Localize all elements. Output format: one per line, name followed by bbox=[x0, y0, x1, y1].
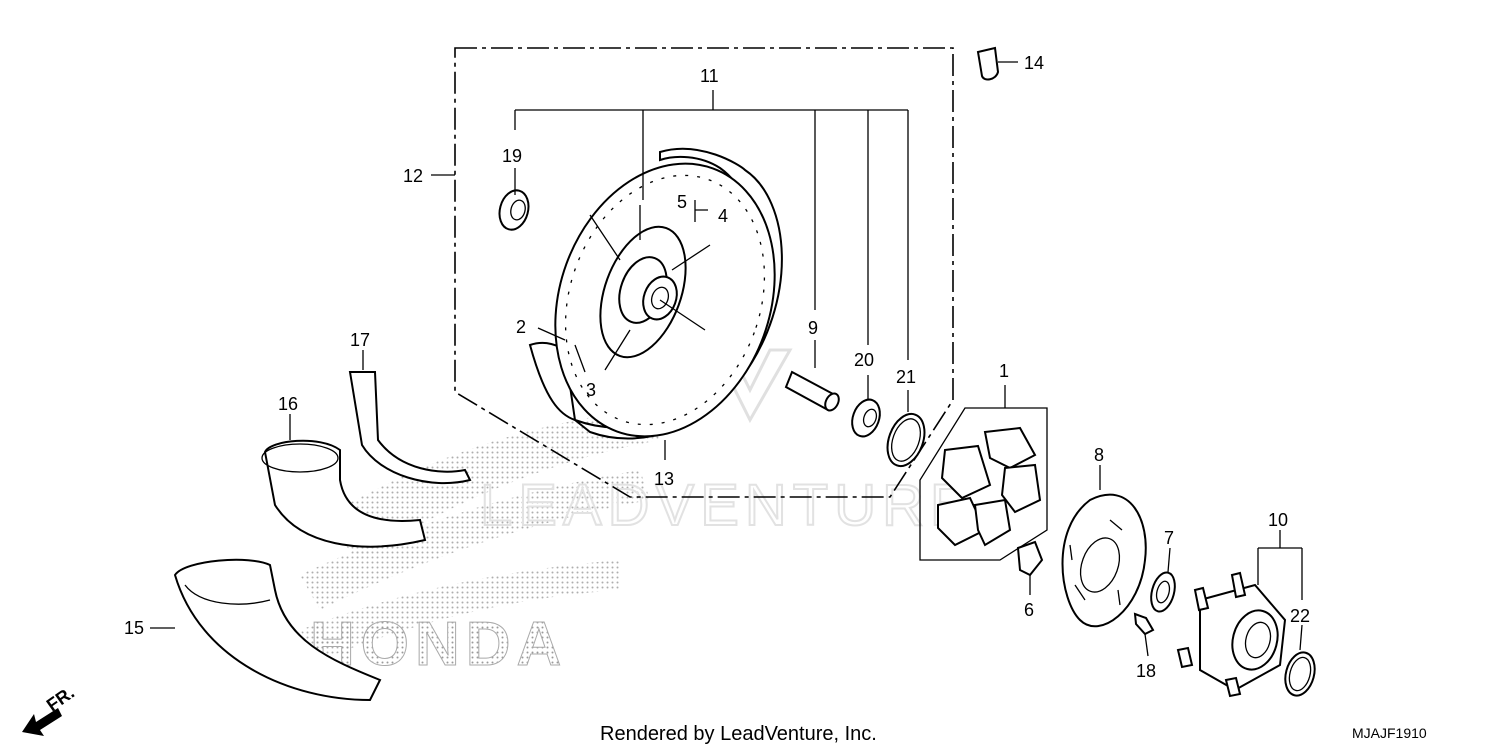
rendered-by-credit: Rendered by LeadVenture, Inc. bbox=[600, 723, 877, 745]
callout-17: 17 bbox=[350, 330, 370, 350]
callout-1: 1 bbox=[999, 361, 1009, 381]
callout-13: 13 bbox=[654, 469, 674, 489]
bolt-18 bbox=[1133, 612, 1155, 636]
o-ring-22 bbox=[1284, 651, 1316, 697]
damper-rubbers bbox=[937, 426, 1042, 547]
bearing-19 bbox=[498, 189, 530, 231]
leader-lines bbox=[150, 61, 1303, 657]
callout-9: 9 bbox=[808, 318, 818, 338]
callout-16: 16 bbox=[278, 394, 298, 414]
callout-22: 22 bbox=[1290, 606, 1310, 626]
callout-6: 6 bbox=[1024, 600, 1034, 620]
honda-watermark-text: HONDA bbox=[310, 610, 567, 679]
callout-12: 12 bbox=[403, 166, 423, 186]
rim-protector-15 bbox=[173, 558, 382, 702]
collar-6 bbox=[1016, 540, 1044, 577]
washer-7 bbox=[1150, 571, 1176, 613]
rim-protector-17 bbox=[348, 371, 472, 484]
callout-20: 20 bbox=[854, 350, 874, 370]
callout-21: 21 bbox=[896, 367, 916, 387]
callout-2: 2 bbox=[516, 317, 526, 337]
callout-7: 7 bbox=[1164, 528, 1174, 548]
callout-4: 4 bbox=[718, 206, 728, 226]
sprocket-plate-8 bbox=[1061, 493, 1147, 628]
callout-5: 5 bbox=[677, 192, 687, 212]
leadventure-watermark-text: LEADVENTURE bbox=[480, 473, 975, 538]
front-direction-label: FR. bbox=[43, 682, 78, 715]
valve-cap-14 bbox=[976, 46, 1000, 81]
hub-10 bbox=[1176, 571, 1287, 698]
front-direction-arrow bbox=[22, 708, 62, 736]
assembly-frame bbox=[454, 47, 954, 498]
callout-15: 15 bbox=[124, 618, 144, 638]
callout-11: 11 bbox=[700, 66, 719, 86]
wheel bbox=[554, 162, 776, 438]
callout-labels: 11 19 12 5 4 2 3 9 20 21 13 14 1 8 10 7 … bbox=[124, 53, 1310, 681]
diagram-code: MJAJF1910 bbox=[1352, 725, 1427, 741]
callout-18: 18 bbox=[1136, 661, 1156, 681]
damper-frame bbox=[919, 407, 1048, 561]
callout-14: 14 bbox=[1024, 53, 1044, 73]
collar-9 bbox=[784, 370, 840, 412]
bearing-20 bbox=[851, 398, 881, 438]
rim-protector-16 bbox=[261, 439, 427, 548]
callout-8: 8 bbox=[1094, 445, 1104, 465]
callout-3: 3 bbox=[586, 380, 596, 400]
callout-10: 10 bbox=[1268, 510, 1288, 530]
callout-19: 19 bbox=[502, 146, 522, 166]
o-ring-21 bbox=[886, 412, 926, 468]
